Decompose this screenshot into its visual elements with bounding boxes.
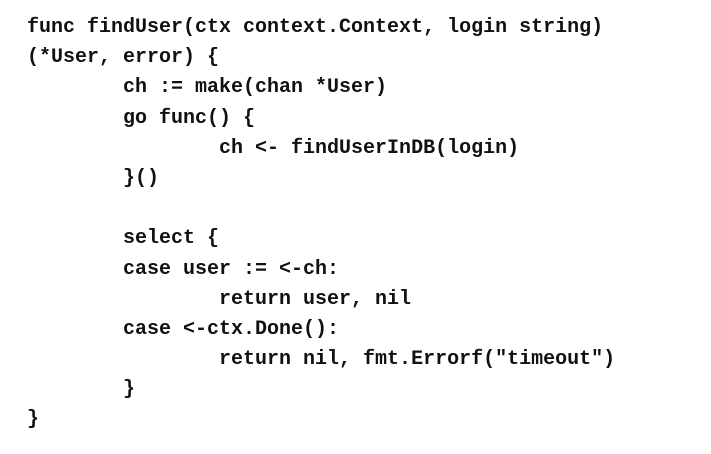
code-line: return nil, fmt.Errorf("timeout") [27, 348, 616, 372]
code-line: case <-ctx.Done(): [27, 317, 340, 341]
code-line: (*User, error) { [27, 46, 220, 70]
code-block: func findUser(ctx context.Context, login… [27, 13, 615, 436]
code-line: ch := make(chan *User) [27, 76, 388, 100]
code-line: select { [27, 227, 220, 251]
code-line: func findUser(ctx context.Context, login… [27, 16, 604, 39]
code-line: } [27, 408, 40, 432]
code-line [27, 194, 615, 224]
code-line: }() [27, 166, 160, 190]
code-line: } [27, 378, 136, 402]
code-line: go func() { [27, 106, 256, 130]
code-line: ch <- findUserInDB(login) [27, 136, 520, 160]
code-line: case user := <-ch: [27, 257, 340, 281]
code-line: return user, nil [27, 287, 412, 311]
